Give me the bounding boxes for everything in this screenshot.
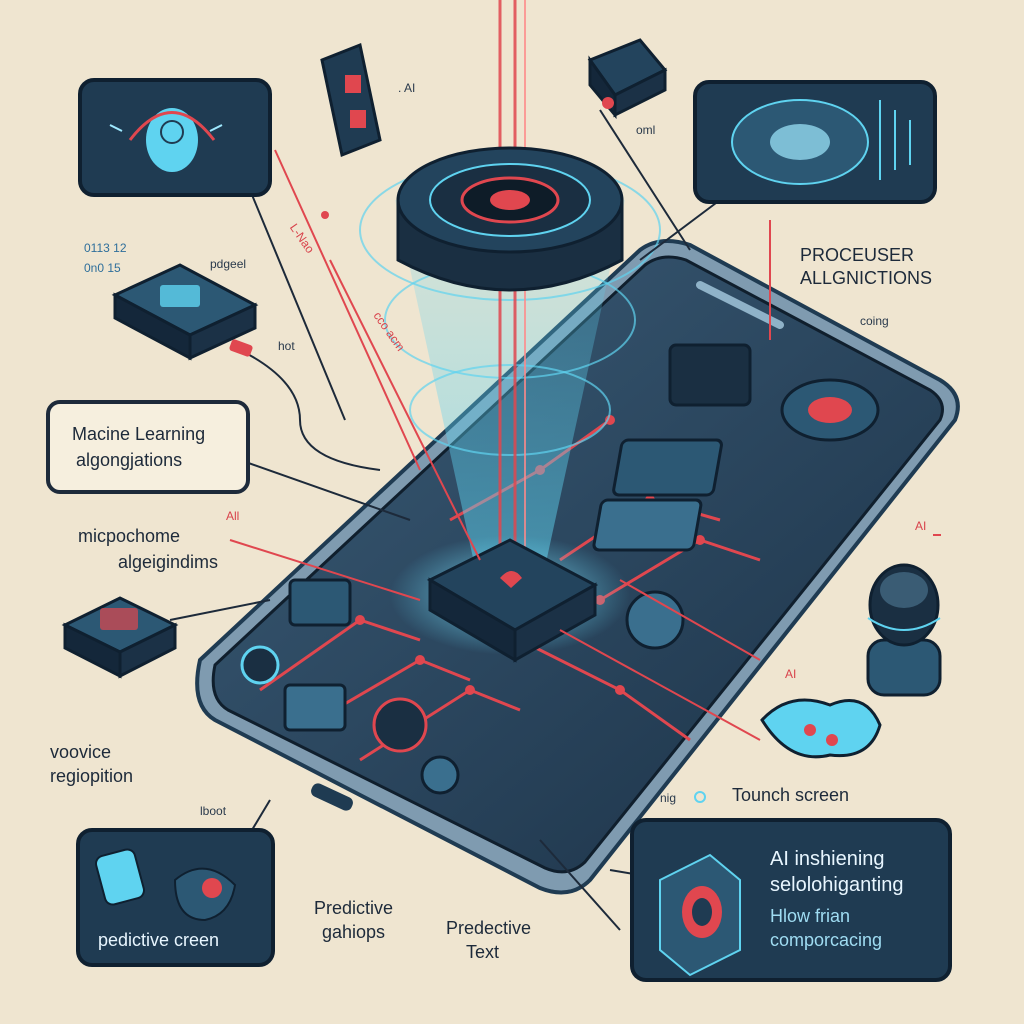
label-processor-line1: PROCEUSER bbox=[800, 245, 915, 265]
connector-lines bbox=[169, 109, 721, 931]
sensor-chip-icon bbox=[587, 38, 668, 120]
sensor-device-icon bbox=[111, 263, 381, 471]
label-pdgeel: pdgeel bbox=[210, 257, 247, 271]
label-ai-top: . AI bbox=[398, 81, 416, 95]
label-ml-line1: Macine Learning bbox=[72, 424, 206, 444]
label-predictive-text-line1: Predective bbox=[446, 918, 532, 938]
red-pointer-lines bbox=[229, 149, 771, 741]
label-ai-box-line2: selolohiganting bbox=[770, 874, 904, 896]
label-voice-line2: regiopition bbox=[50, 766, 134, 786]
label-ai-box-line3: Hlow frian bbox=[770, 906, 851, 926]
label-predictive-screen: pedictive creen bbox=[98, 930, 220, 950]
memory-module-icon bbox=[320, 42, 382, 158]
neural-processing-panel bbox=[693, 80, 937, 204]
label-ai-right: AI bbox=[915, 519, 927, 533]
ai-processing-panel bbox=[630, 818, 952, 982]
decorative-marks bbox=[321, 211, 941, 803]
processor-chip-icon bbox=[390, 535, 630, 663]
face-recognition-icon bbox=[109, 108, 223, 172]
label-touch-screen: Tounch screen bbox=[732, 785, 850, 805]
label-hot: hot bbox=[278, 339, 295, 353]
label-code-2: 0n0 15 bbox=[84, 261, 121, 275]
face-recognition-panel bbox=[78, 78, 272, 197]
label-coing: coing bbox=[860, 314, 889, 328]
charging-port bbox=[311, 783, 353, 811]
label-ai-box-line1: AI inshiening bbox=[770, 848, 885, 870]
label-ml-line2: algongjations bbox=[76, 450, 183, 470]
label-predictive-text-line2: Text bbox=[466, 942, 500, 962]
label-ai-mid: AI bbox=[785, 667, 797, 681]
label-oml: oml bbox=[636, 123, 656, 137]
predictive-screen-panel bbox=[76, 828, 275, 967]
label-lboot: lboot bbox=[200, 804, 227, 818]
camera-lens-icon bbox=[396, 146, 624, 292]
left-chip-module-icon bbox=[61, 596, 179, 679]
label-predictive-mid-line1: Predictive bbox=[314, 898, 394, 918]
touch-pad-icon bbox=[760, 698, 882, 759]
label-voice-line1: voovice bbox=[50, 742, 112, 762]
screen-modules bbox=[240, 343, 880, 795]
label-predictive-mid-line2: gahiops bbox=[322, 922, 386, 942]
machine-learning-box bbox=[46, 400, 250, 494]
label-mic-line2: algeigindims bbox=[118, 552, 219, 572]
label-ai-box-line4: comporcacing bbox=[770, 930, 883, 950]
label-processor-line2: ALLGNICTIONS bbox=[800, 268, 933, 288]
microphone-icon bbox=[866, 563, 942, 697]
label-code-1: 0113 12 bbox=[84, 241, 127, 255]
label-mic-line1: micpochome bbox=[78, 526, 181, 546]
label-ai-left: All bbox=[226, 509, 240, 523]
label-nig: nig bbox=[660, 791, 677, 805]
